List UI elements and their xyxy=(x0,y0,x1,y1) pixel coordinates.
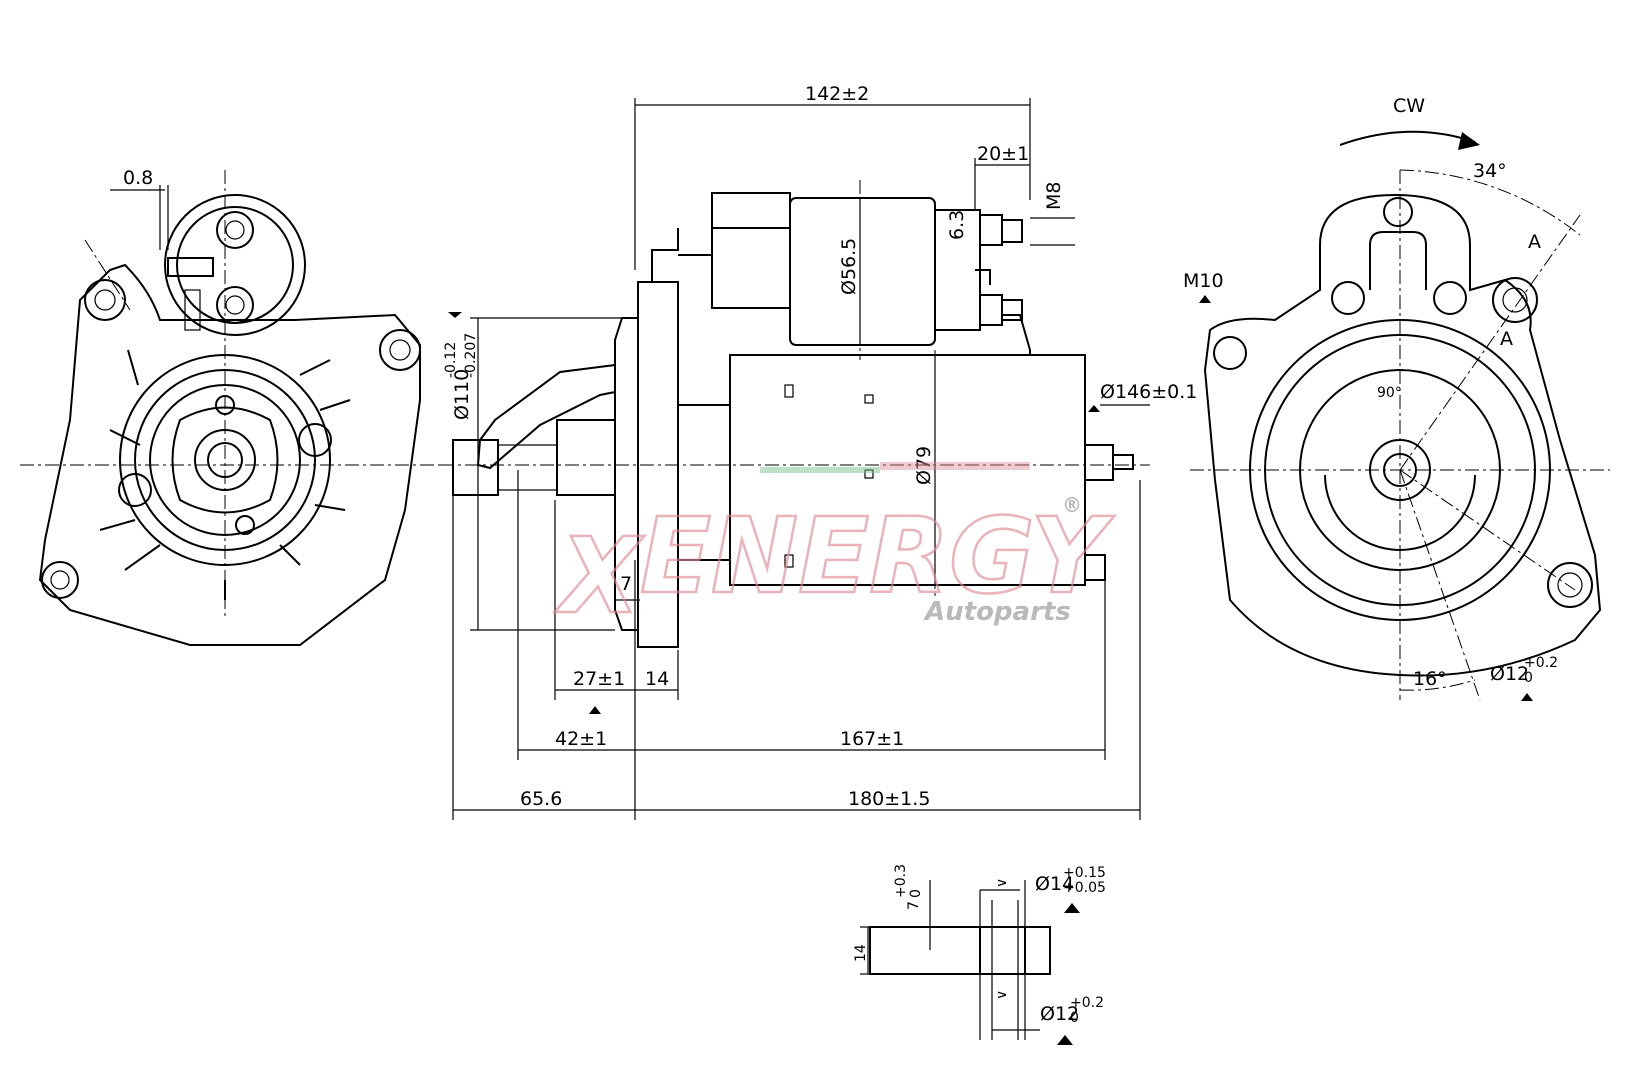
angle-inner-label: 90° xyxy=(1377,385,1402,401)
watermark-brand: ENERGY xyxy=(640,495,1115,617)
mount-dia-dim: Ø146±0.1 xyxy=(1100,381,1197,403)
detail-depth-base: 7 xyxy=(906,901,922,910)
terminal-offset-dim: 20±1 xyxy=(977,143,1029,165)
solenoid-dia-dim: Ø56.5 xyxy=(838,238,860,295)
thread-dim: M8 xyxy=(1043,182,1065,210)
watermark-prefix: X xyxy=(554,515,645,637)
flange-thickness-dim: 14 xyxy=(645,668,669,690)
pinion-offset-dim: 27±1 xyxy=(573,668,625,690)
bracket-gap-label: 0.8 xyxy=(123,167,153,189)
brand-watermark: X ENERGY ® Autoparts xyxy=(553,462,1117,638)
detail-depth-tol-lower: 0 xyxy=(908,889,924,898)
detail-surface-mark-top: ∨ xyxy=(994,878,1010,888)
detail-surface-mark-bottom: ∨ xyxy=(994,990,1010,1000)
watermark-registered: ® xyxy=(1062,493,1082,517)
detail-hole-bottom-tol-upper: +0.2 xyxy=(1070,995,1104,1011)
overall-top-dim: 142±2 xyxy=(805,83,869,105)
hole-dia-base: Ø12 xyxy=(1490,663,1529,685)
angle-top-label: 34° xyxy=(1473,160,1507,182)
watermark-tagline: Autoparts xyxy=(923,597,1071,627)
detail-hole-top-base: Ø14 xyxy=(1035,873,1074,895)
detail-hole-top-tol-lower: +0.05 xyxy=(1063,880,1106,896)
pinion-length-dim: 7 xyxy=(620,573,632,595)
housing-dia-dim: Ø79 xyxy=(913,446,935,485)
hole-detail-view: 14 7 +0.3 0 ∨ ∨ Ø14 +0.15 +0.05 Ø12 +0.2… xyxy=(853,864,1106,1045)
flange-dia-base: Ø110 xyxy=(451,369,473,420)
nose-length-dim: 42±1 xyxy=(555,728,607,750)
detail-hole-bottom-base: Ø12 xyxy=(1040,1003,1079,1025)
right-end-view: CW 34° A A 90° M10 16° Ø12 +0.2 0 xyxy=(1183,95,1610,701)
detail-depth-tol-upper: +0.3 xyxy=(893,864,909,898)
datum-label-side: A xyxy=(1500,328,1513,350)
body-length-dim: 167±1 xyxy=(840,728,904,750)
datum-label-top: A xyxy=(1528,231,1541,253)
detail-hole-top-tol-upper: +0.15 xyxy=(1063,865,1106,881)
spade-dim: 6.3 xyxy=(946,210,968,240)
total-length-dim: 180±1.5 xyxy=(848,788,930,810)
flange-dia-tol-lower: -0.207 xyxy=(463,333,479,378)
detail-thickness: 14 xyxy=(853,944,869,962)
nose-total-dim: 65.6 xyxy=(520,788,562,810)
hole-dia-tol-lower: 0 xyxy=(1524,670,1533,686)
bolt-thread-label: M10 xyxy=(1183,270,1224,292)
flange-dia-tol-upper: -0.12 xyxy=(443,342,459,378)
side-view: 142±2 20±1 M8 6.3 Ø56.5 Ø79 Ø146±0.1 Ø11… xyxy=(440,83,1197,820)
detail-hole-bottom-tol-lower: 0 xyxy=(1070,1010,1079,1026)
left-end-view: 0.8 xyxy=(20,167,440,646)
angle-bottom-label: 16° xyxy=(1413,668,1447,690)
rotation-label: CW xyxy=(1393,95,1425,117)
hole-dia-tol-upper: +0.2 xyxy=(1524,655,1558,671)
